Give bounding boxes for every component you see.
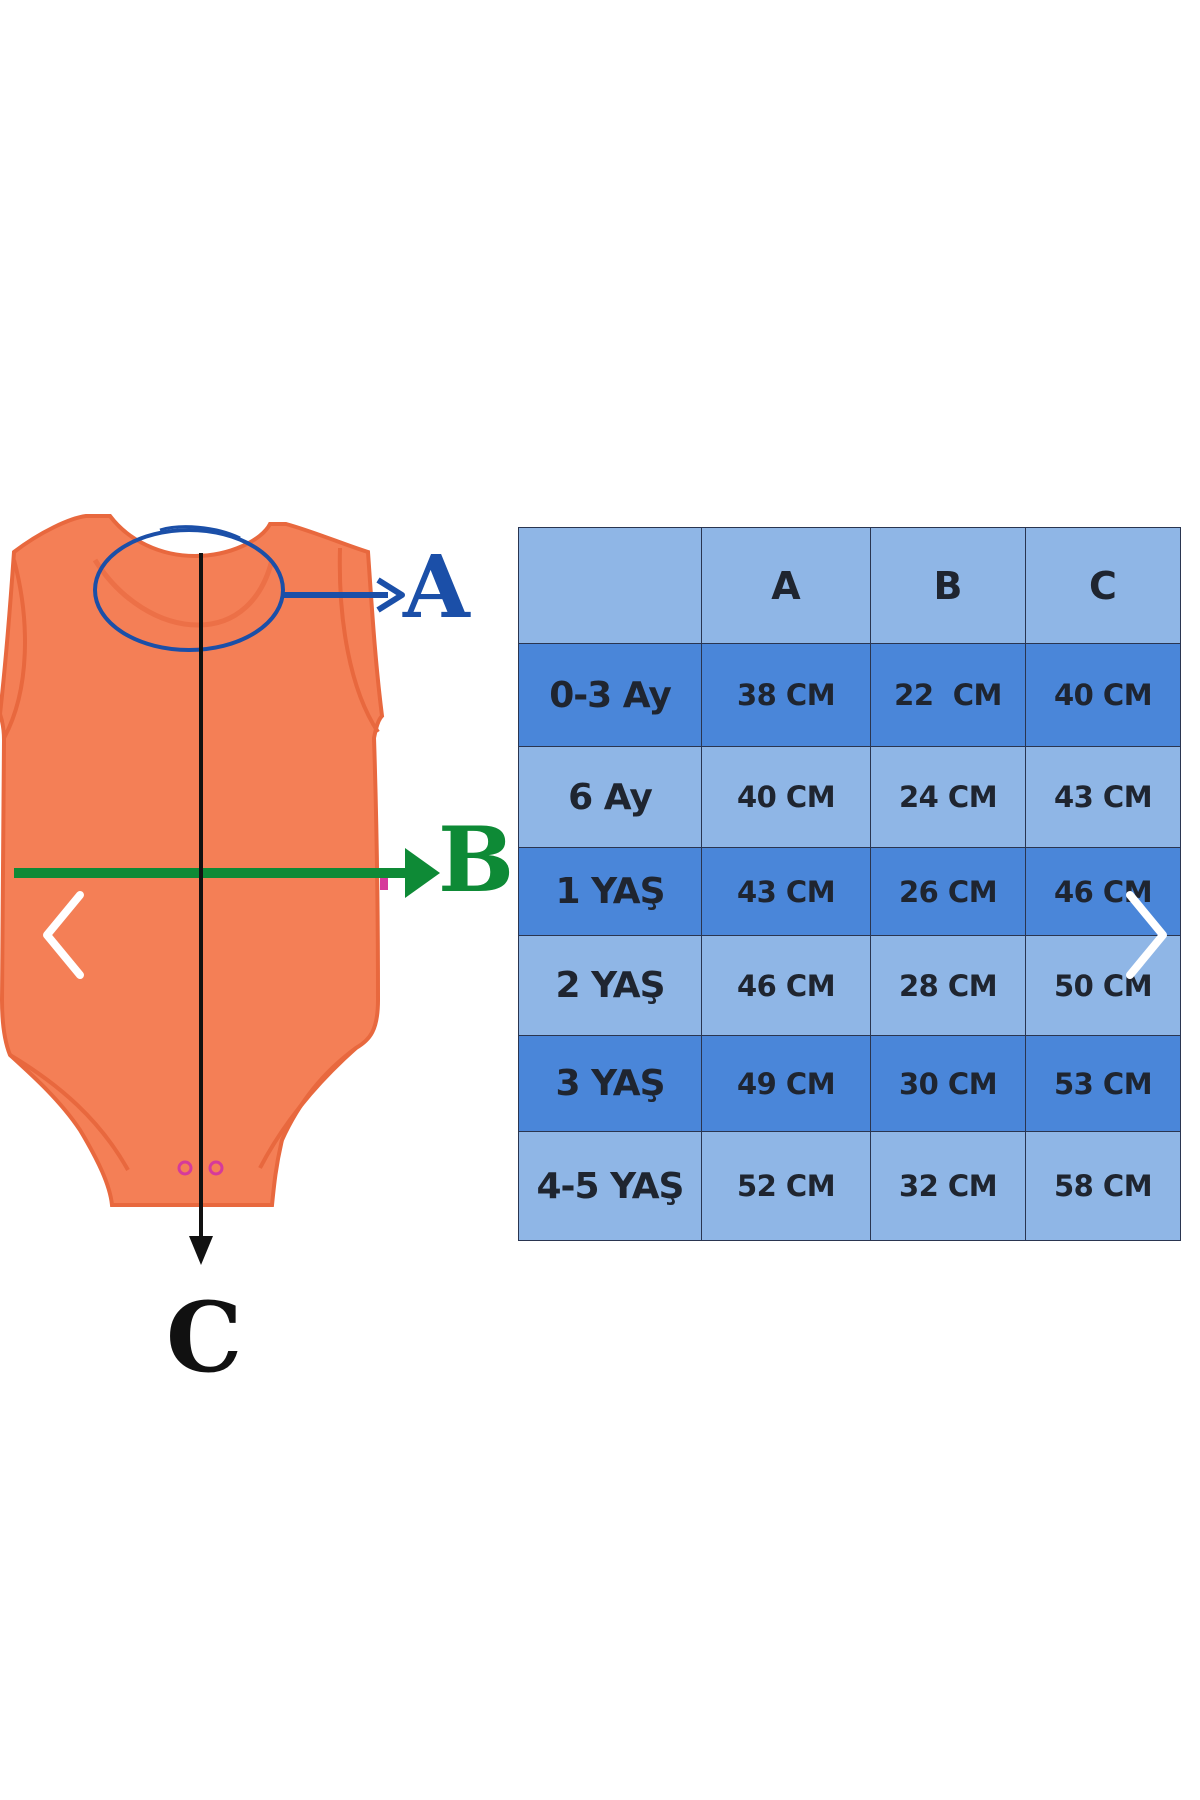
size-diagram bbox=[0, 514, 440, 1265]
left-armhole bbox=[2, 559, 27, 739]
measurement-cell: 52 CM bbox=[701, 1131, 871, 1241]
measurement-cell: 28 CM bbox=[870, 935, 1026, 1036]
row-size-label: 6 Ay bbox=[518, 746, 702, 848]
chevron-right-icon bbox=[1126, 891, 1167, 979]
garment-tag bbox=[380, 870, 388, 890]
measurement-cell: 32 CM bbox=[870, 1131, 1026, 1241]
neck-measure-ellipse-overlap bbox=[159, 525, 241, 540]
next-image-button[interactable] bbox=[1115, 885, 1175, 985]
measurement-cell: 46 CM bbox=[1025, 847, 1181, 936]
table-header-empty bbox=[518, 527, 702, 644]
measurement-cell: 30 CM bbox=[870, 1035, 1026, 1132]
measurement-cell: 46 CM bbox=[701, 935, 871, 1036]
snap-button bbox=[208, 1160, 224, 1176]
measurement-cell: 50 CM bbox=[1025, 935, 1181, 1036]
left-leg-opening bbox=[8, 1053, 130, 1171]
row-size-label: 3 YAŞ bbox=[518, 1035, 702, 1132]
row-size-label: 2 YAŞ bbox=[518, 935, 702, 1036]
table-header-c: C bbox=[1025, 527, 1181, 644]
right-leg-opening bbox=[258, 1046, 358, 1169]
measurement-cell: 53 CM bbox=[1025, 1035, 1181, 1132]
table-header-a: A bbox=[701, 527, 871, 644]
neckline bbox=[92, 558, 275, 628]
chevron-left-icon bbox=[43, 891, 84, 979]
measurement-cell: 24 CM bbox=[870, 746, 1026, 848]
table-header-row: A B C bbox=[518, 527, 1181, 644]
neck-measure-label: A bbox=[403, 537, 470, 638]
row-size-label: 0-3 Ay bbox=[518, 643, 702, 747]
table-header-b: B bbox=[870, 527, 1026, 644]
measurement-cell: 49 CM bbox=[701, 1035, 871, 1132]
measurement-cell: 58 CM bbox=[1025, 1131, 1181, 1241]
snap-button bbox=[177, 1160, 193, 1176]
previous-image-button[interactable] bbox=[35, 885, 95, 985]
row-size-label: 1 YAŞ bbox=[518, 847, 702, 936]
neck-measure-arrowhead bbox=[376, 577, 405, 613]
neck-measure-ellipse bbox=[93, 528, 285, 652]
measurement-cell: 26 CM bbox=[870, 847, 1026, 936]
length-measure-arrowhead bbox=[189, 1236, 213, 1265]
bodysuit-illustration bbox=[0, 514, 385, 1207]
chest-measure-label: B bbox=[438, 807, 515, 913]
measurement-cell: 43 CM bbox=[1025, 746, 1181, 848]
right-armhole bbox=[337, 547, 380, 734]
length-measure-label: C bbox=[166, 1281, 243, 1394]
measurement-cell: 40 CM bbox=[701, 746, 871, 848]
measurement-cell: 40 CM bbox=[1025, 643, 1181, 747]
chest-measure-arrowhead bbox=[405, 848, 440, 898]
measurement-cell: 38 CM bbox=[701, 643, 871, 747]
row-size-label: 4-5 YAŞ bbox=[518, 1131, 702, 1241]
measurement-cell: 43 CM bbox=[701, 847, 871, 936]
measurement-cell: 22 CM bbox=[870, 643, 1026, 747]
